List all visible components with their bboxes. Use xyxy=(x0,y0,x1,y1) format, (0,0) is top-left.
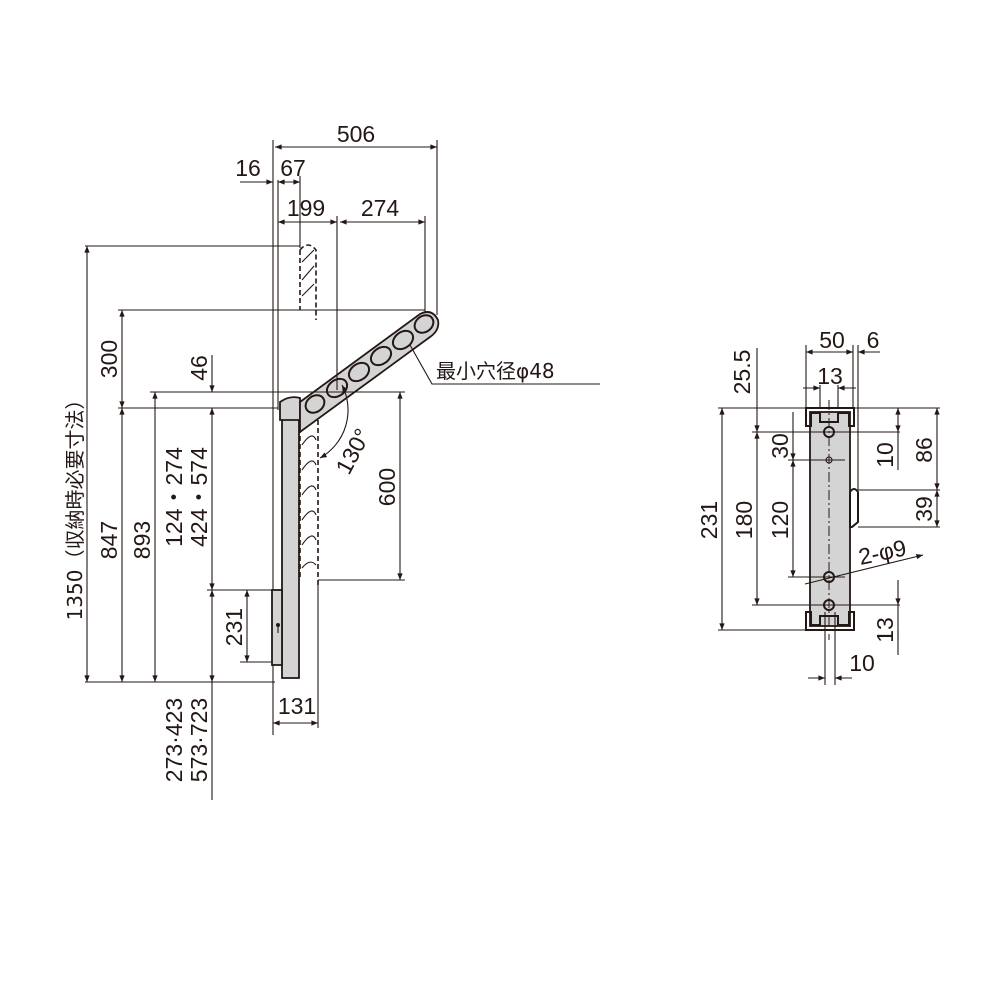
bracket-plate xyxy=(809,411,851,627)
front-view: 50 6 13 25.5 231 180 120 30 10 86 39 2-φ… xyxy=(696,327,940,685)
dim-120: 120 xyxy=(767,501,793,539)
dim-199: 199 xyxy=(287,195,325,221)
dim-6: 6 xyxy=(867,327,880,353)
dim-adjust-upper-2: 424・574 xyxy=(186,447,212,547)
dim-67: 67 xyxy=(280,155,306,181)
dim-274: 274 xyxy=(361,195,400,221)
dim-adjust-lower-2: 573·723 xyxy=(186,698,212,782)
mounting-plate xyxy=(271,589,283,666)
dim-231: 231 xyxy=(221,608,247,646)
dim-300: 300 xyxy=(96,340,122,378)
stowed-arm-upper xyxy=(299,244,317,320)
post xyxy=(281,414,300,679)
dim-893: 893 xyxy=(129,521,155,559)
dim-847: 847 xyxy=(96,521,122,559)
hole-spec: 2-φ9 xyxy=(856,534,909,569)
dim-1350: 1350（収納時必要寸法） xyxy=(63,390,87,621)
stowed-arm-lower xyxy=(299,420,319,585)
drying-arm[interactable] xyxy=(299,311,440,434)
dim-16: 16 xyxy=(235,155,261,181)
dim-adjust-lower-1: 273·423 xyxy=(161,698,187,782)
hole-note: 最小穴径φ48 xyxy=(436,359,555,383)
dim-50: 50 xyxy=(819,327,845,353)
dim-46: 46 xyxy=(186,355,212,381)
dim-adjust-upper-1: 124・274 xyxy=(161,447,187,547)
side-view: 506 16 67 199 274 1350（収納時必要寸法） 300 847 … xyxy=(63,121,600,800)
dim-13-bottom: 13 xyxy=(872,617,898,643)
dim-86: 86 xyxy=(911,437,937,463)
dim-13-top: 13 xyxy=(817,363,843,389)
clip xyxy=(849,488,859,528)
dim-600: 600 xyxy=(374,468,400,506)
front-dimension-lines xyxy=(718,345,940,685)
angle-130: 130° xyxy=(330,424,375,478)
dim-25-5: 25.5 xyxy=(729,350,755,395)
dimension-lines xyxy=(84,140,600,800)
dim-39: 39 xyxy=(911,496,937,522)
post-cap xyxy=(279,396,301,421)
dim-231-front: 231 xyxy=(696,501,722,539)
dim-506: 506 xyxy=(337,121,375,147)
bottom-bracket xyxy=(805,611,855,631)
dim-131: 131 xyxy=(278,693,316,719)
dim-10-bottom: 10 xyxy=(849,650,875,676)
dim-180: 180 xyxy=(731,501,757,539)
dim-10-top: 10 xyxy=(872,442,898,468)
dim-30: 30 xyxy=(767,433,793,459)
